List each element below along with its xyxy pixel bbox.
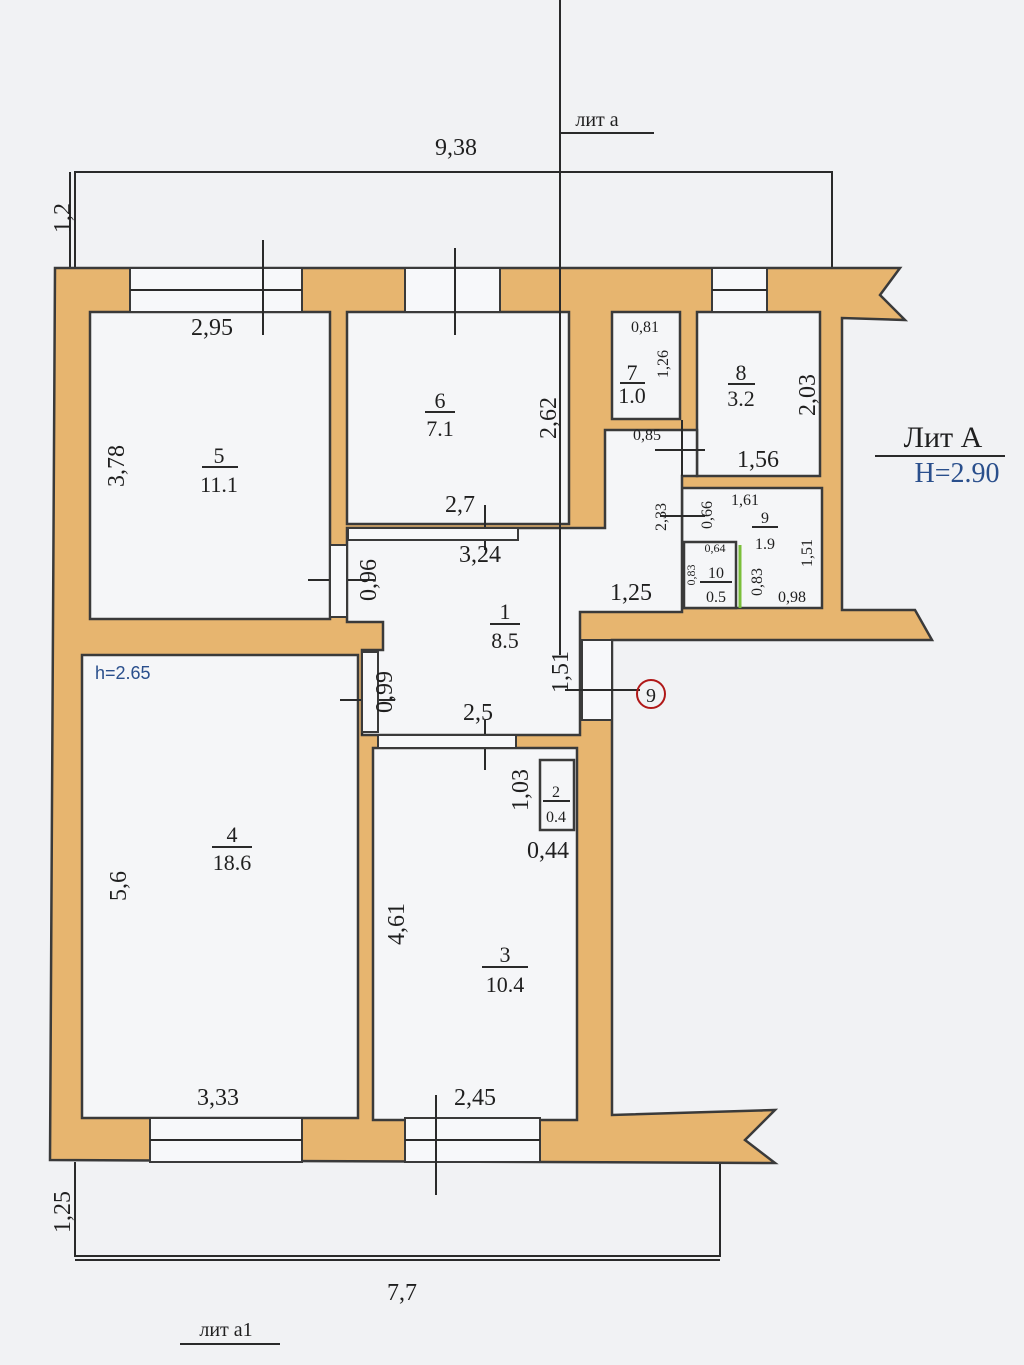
room-10: [682, 540, 738, 610]
room-1-corridor: [345, 428, 699, 737]
room-4: [80, 653, 360, 1120]
dim-top-balcony-depth: 1,2: [50, 203, 76, 233]
room-7-area: 1.0: [618, 383, 646, 408]
dim-r2-width: 0,44: [527, 838, 569, 864]
room-3-area: 10.4: [486, 972, 525, 997]
dim-door4: 0,99: [372, 671, 398, 713]
room-6-area: 7.1: [426, 416, 454, 441]
room-10-number: 10: [708, 565, 724, 582]
room-8-number: 8: [736, 360, 747, 385]
dim-r7-height: 1,26: [655, 350, 672, 378]
dim-bot-balcony-depth: 1,25: [50, 1191, 76, 1233]
dim-corr-vert: 2,33: [653, 503, 670, 531]
dim-r9-side: 0,83: [749, 568, 766, 596]
door-3: [377, 734, 517, 749]
dim-r6-width: 2,7: [445, 492, 475, 518]
dim-r9-inner: 0,66: [699, 501, 716, 529]
dim-r4-width: 3,33: [197, 1085, 239, 1111]
dim-r9-bottom: 0,98: [778, 589, 806, 606]
room-6-number: 6: [435, 388, 446, 413]
dim-r3-height: 4,61: [384, 903, 410, 945]
dim-entry: 1,51: [548, 651, 574, 693]
dim-r3-width: 2,45: [454, 1085, 496, 1111]
room-9-number: 9: [761, 510, 769, 527]
entrance-opening: [581, 639, 613, 721]
dim-r2-height: 1,03: [508, 769, 534, 811]
dim-r9-height: 1,51: [799, 539, 816, 567]
room-2-area: 0.4: [546, 809, 566, 826]
dimension-labels: 9,38 2,95 2,7 0,81 0,85 1,56 3,24 1,61 0…: [191, 135, 806, 1306]
dim-corr-bottom: 2,5: [463, 700, 493, 726]
dim-corr-top: 3,24: [459, 542, 501, 568]
room-8-area: 3.2: [727, 386, 755, 411]
dim-bot-balcony-len: 7,7: [387, 1280, 417, 1306]
dim-r8-width: 1,56: [737, 447, 779, 473]
dim-top-balcony-len: 9,38: [435, 135, 477, 161]
room-5: [88, 310, 332, 621]
entrance-number: 9: [646, 685, 656, 707]
room-9-area: 1.9: [755, 536, 775, 553]
room-1-number: 1: [500, 599, 511, 624]
label-height-H: Н=2.90: [914, 458, 999, 489]
room-1-area: 8.5: [491, 628, 519, 653]
dim-r7-bottom: 0,85: [633, 427, 661, 444]
dim-r10-side: 0,83: [684, 565, 698, 586]
room-4-area: 18.6: [213, 850, 252, 875]
dim-corr-door: 0,96: [356, 559, 382, 601]
room-7: [610, 310, 682, 421]
room-3-number: 3: [500, 942, 511, 967]
room-labels: 5 11.1 6 7.1 7 1.0 8 3.2 9 1.9 10 0.5 1 …: [200, 360, 778, 997]
room-7-number: 7: [627, 360, 638, 385]
dim-r6-height: 2,62: [536, 397, 562, 439]
room-5-number: 5: [214, 443, 225, 468]
label-lit-a: лит а: [575, 109, 618, 131]
dim-r10-top: 0,64: [705, 541, 726, 555]
label-height-h: h=2.65: [95, 663, 151, 683]
window-6: [404, 267, 501, 313]
dim-r4-height: 5,6: [106, 871, 132, 901]
door-5: [329, 544, 348, 618]
door-4: [361, 651, 379, 733]
vertical-dimension-labels: 1,2 3,78 2,62 1,26 2,03 0,96 2,33 0,66 1…: [50, 203, 821, 1233]
dim-r5-height: 3,78: [104, 445, 130, 487]
room-5-area: 11.1: [200, 472, 238, 497]
entrance-marker-icon: [636, 679, 666, 709]
dim-r8-height: 2,03: [795, 374, 821, 416]
room-8: [695, 310, 822, 478]
dim-corr-right: 1,25: [610, 580, 652, 606]
dim-r9-width: 1,61: [731, 492, 759, 509]
room-2: [538, 758, 576, 832]
dim-r7-width: 0,81: [631, 319, 659, 336]
door-6: [347, 527, 519, 541]
top-balcony-outline: [74, 171, 833, 268]
room-2-number: 2: [552, 784, 560, 801]
room-10-area: 0.5: [706, 589, 726, 606]
label-lit-A: Лит А: [904, 421, 983, 454]
label-lit-a1: лит а1: [199, 1319, 252, 1341]
room-4-number: 4: [227, 822, 238, 847]
dim-r5-width: 2,95: [191, 315, 233, 341]
bottom-balcony-outline: [74, 1162, 721, 1257]
